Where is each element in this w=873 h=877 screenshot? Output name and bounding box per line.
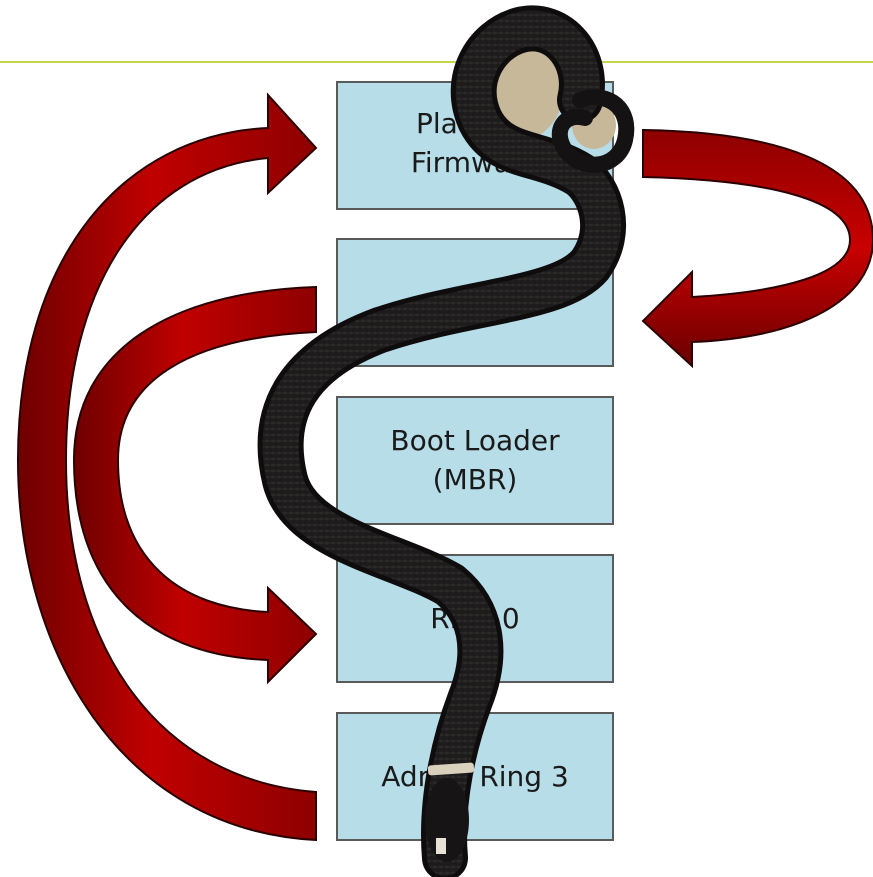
box-boot-loader-rect — [337, 397, 613, 524]
arrow-platform-to-smm — [643, 130, 873, 366]
box-boot-loader: Boot Loader (MBR) — [337, 397, 613, 524]
box-boot-loader-line-1: Boot Loader — [390, 424, 560, 457]
snake-head-marking — [436, 838, 446, 854]
box-admin-ring-3-label: Admin Ring 3 — [381, 760, 569, 793]
snake-head — [425, 778, 469, 862]
box-boot-loader-line-2: (MBR) — [433, 463, 518, 496]
